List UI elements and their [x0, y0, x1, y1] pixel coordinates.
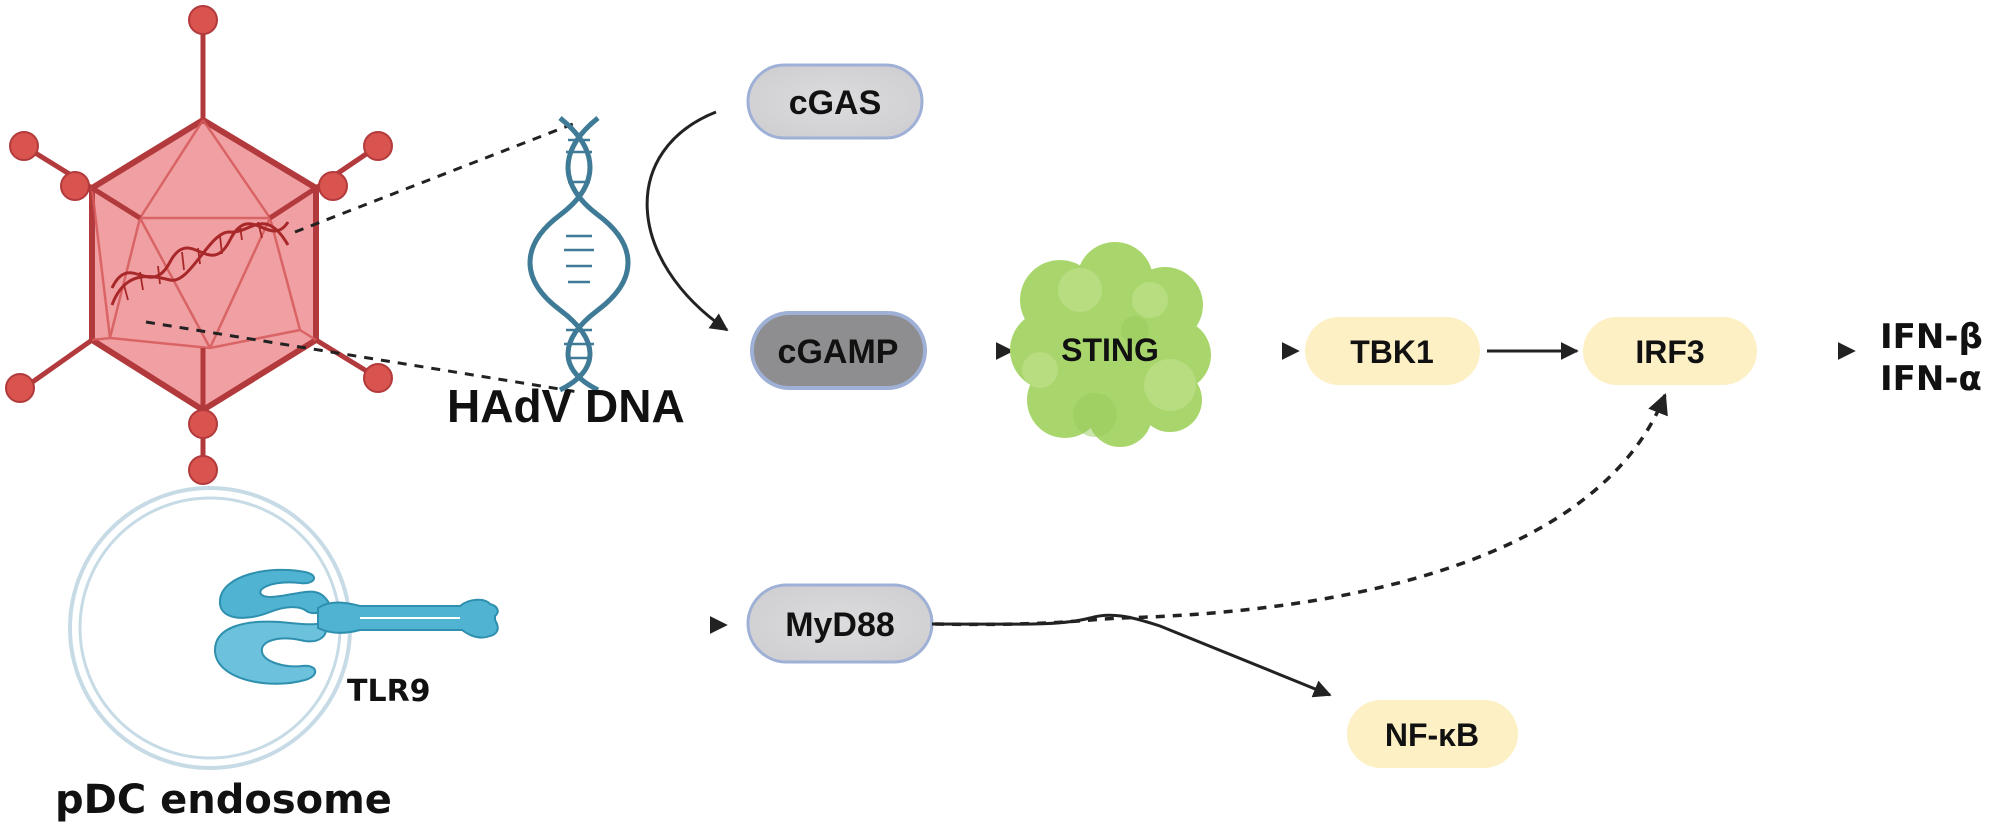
zoom-guide-lines: [145, 120, 579, 394]
viral-dna-icon: [110, 221, 290, 306]
irf3-node[interactable]: IRF3: [1583, 317, 1757, 385]
sting-label: STING: [1061, 332, 1159, 368]
myd88-label: MyD88: [785, 606, 895, 644]
cgamp-label: cGAMP: [778, 333, 899, 371]
ifn-beta-label: IFN-β: [1880, 317, 1983, 357]
adenovirus-icon: [5, 5, 393, 485]
arrow-myd88-to-nfkb: [931, 613, 1332, 698]
tbk1-label: TBK1: [1350, 334, 1434, 370]
dna-double-helix-icon: [527, 116, 631, 393]
cgas-node[interactable]: cGAS: [746, 63, 924, 140]
tlr9-receptor-icon: [213, 568, 499, 685]
sting-node[interactable]: STING: [1010, 242, 1211, 447]
nfkb-label: NF-κB: [1385, 717, 1479, 753]
hadv-dna-label: HAdV DNA: [447, 380, 685, 432]
tlr9-label: TLR9: [347, 674, 431, 709]
tbk1-node[interactable]: TBK1: [1305, 317, 1480, 385]
nfkb-node[interactable]: NF-κB: [1347, 700, 1518, 768]
cgas-label: cGAS: [789, 84, 882, 122]
pdc-endosome-label: pDC endosome: [55, 777, 392, 823]
ifn-alpha-label: IFN-α: [1880, 359, 1982, 399]
irf3-label: IRF3: [1635, 334, 1704, 370]
arrow-cgas-to-cgamp: [645, 110, 729, 332]
myd88-node[interactable]: MyD88: [746, 583, 934, 664]
cgamp-node[interactable]: cGAMP: [750, 311, 927, 390]
